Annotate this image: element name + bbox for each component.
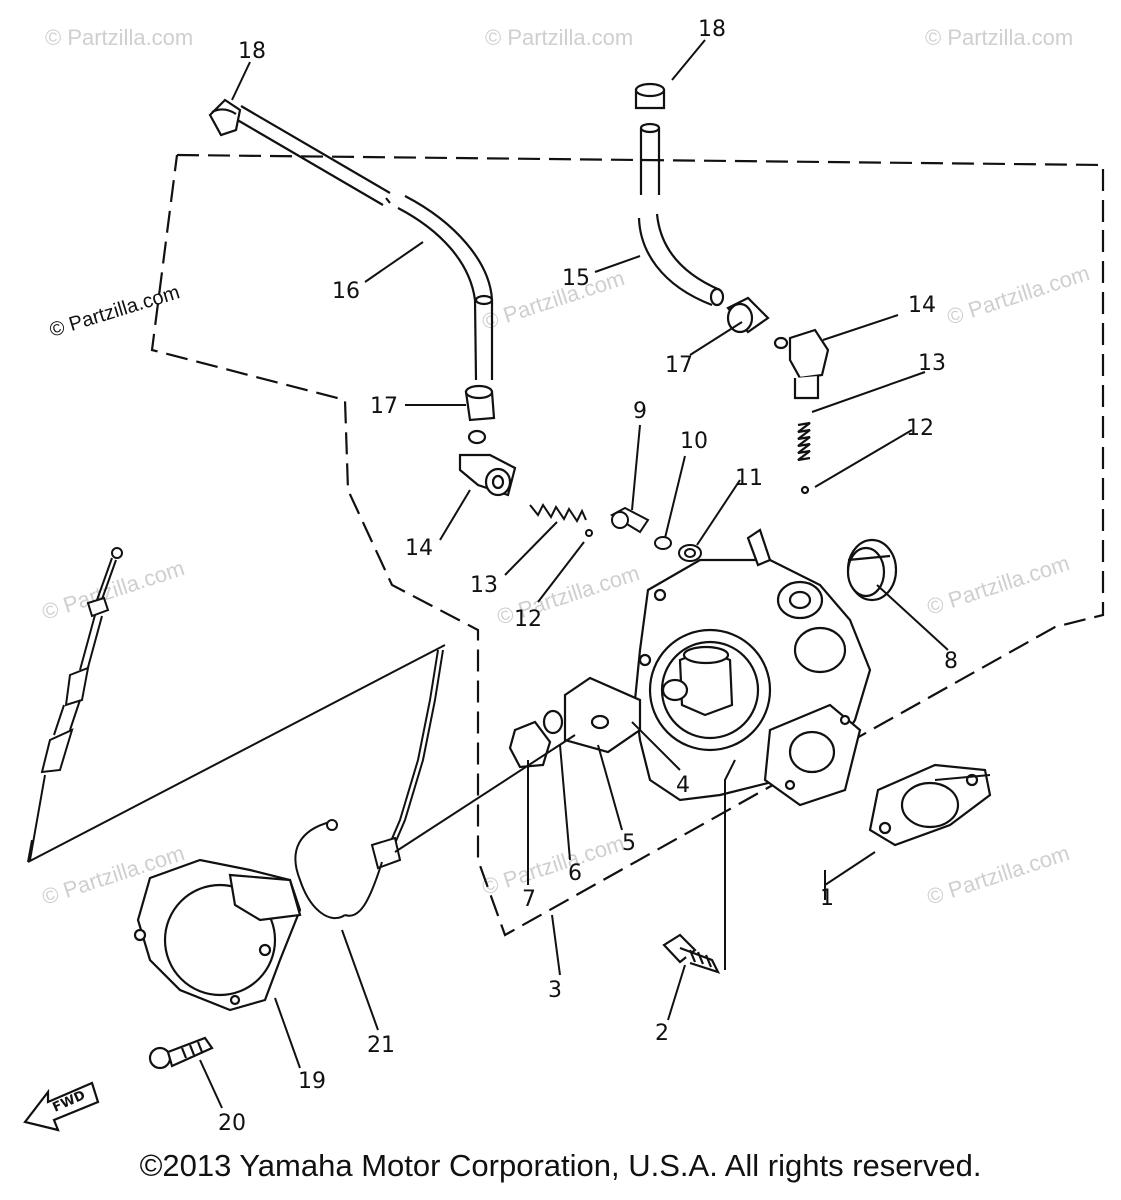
watermark: © Partzilla.com (485, 25, 633, 50)
callout-8: 8 (944, 649, 958, 674)
oil-pump-body (633, 528, 872, 807)
callout-21: 21 (367, 1033, 395, 1058)
pump-cover-19 (133, 858, 302, 1012)
callout-13: 13 (918, 351, 946, 376)
callout-9: 9 (633, 399, 647, 424)
callout-15: 15 (562, 266, 590, 291)
cable-21 (294, 649, 444, 920)
fwd-arrow-icon: FWD (23, 1081, 100, 1132)
callout-16: 16 (332, 279, 360, 304)
callout-6: 6 (568, 861, 582, 886)
pulley-parts (508, 676, 642, 769)
callout-3: 3 (548, 978, 562, 1003)
watermark: © Partzilla.com (45, 25, 193, 50)
callout-labels: 18 18 16 15 14 17 13 17 12 9 10 11 14 13… (218, 17, 958, 1136)
callout-5: 5 (622, 831, 636, 856)
assembly-outline (150, 153, 1105, 937)
callout-1: 1 (820, 886, 834, 911)
hose-16-assembly (208, 98, 517, 497)
callout-4: 4 (676, 773, 690, 798)
watermark: © Partzilla.com (925, 25, 1073, 50)
oil-seal-8 (846, 538, 898, 602)
callout-19: 19 (298, 1069, 326, 1094)
screw-9-washers (609, 506, 702, 562)
gasket-1 (868, 763, 992, 847)
callout-14: 14 (908, 293, 936, 318)
callout-11: 11 (735, 466, 763, 491)
bolt-2 (662, 933, 721, 974)
callout-12: 12 (514, 607, 542, 632)
callout-17: 17 (665, 353, 693, 378)
callout-10: 10 (680, 429, 708, 454)
callout-7: 7 (522, 887, 536, 912)
watermark: © Partzilla.com (924, 550, 1073, 620)
callout-17: 17 (370, 394, 398, 419)
callout-18: 18 (698, 17, 726, 42)
callout-2: 2 (655, 1021, 669, 1046)
screw-20 (148, 1036, 214, 1070)
watermark: © Partzilla.com (479, 830, 628, 900)
watermark-main: © Partzilla.com (47, 281, 182, 341)
watermark: © Partzilla.com (944, 260, 1093, 330)
callout-18: 18 (238, 39, 266, 64)
routing-lines (27, 644, 876, 900)
callout-leaders (199, 39, 991, 1109)
callout-12: 12 (906, 416, 934, 441)
watermark: © Partzilla.com (924, 840, 1073, 910)
copyright-notice: ©2013 Yamaha Motor Corporation, U.S.A. A… (139, 1148, 982, 1183)
watermark: © Partzilla.com (479, 265, 628, 335)
callout-20: 20 (218, 1111, 246, 1136)
callout-13: 13 (470, 573, 498, 598)
spring-13-left (529, 503, 593, 537)
callout-14: 14 (405, 536, 433, 561)
cable-upper (29, 547, 123, 861)
hose-15-assembly (634, 82, 830, 495)
